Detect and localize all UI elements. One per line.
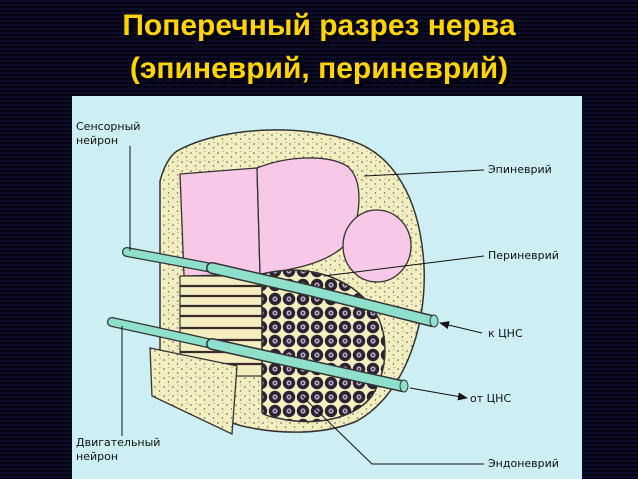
leader-endoneurium: [301, 395, 484, 465]
label-endoneurium: Эндоневрий: [488, 457, 559, 470]
label-from-cns: от ЦНС: [470, 392, 512, 405]
leader-epineurium: [363, 169, 485, 177]
fascicle-top-right: [256, 157, 360, 275]
label-motor-line2: нейрон: [76, 450, 119, 463]
leader-to-cns: [439, 321, 483, 334]
label-perineurium: Периневрий: [488, 249, 559, 262]
label-motor-line1: Двигательный: [76, 436, 161, 449]
sensory-axon: [122, 247, 439, 328]
epineurium-bottom-cut: [149, 347, 238, 435]
leader-from-cns: [409, 387, 468, 401]
label-sensory-line1: Сенсорный: [76, 120, 141, 133]
nerve-cross-section-diagram: [107, 129, 485, 465]
label-sensory-line2: нейрон: [76, 134, 119, 147]
slide-title-line2: (эпиневрий, периневрий): [129, 52, 509, 85]
slide-title-line1: Поперечный разрез нерва: [122, 9, 516, 42]
motor-axon: [107, 317, 409, 393]
leader-perineurium: [323, 255, 485, 277]
label-to-cns: к ЦНС: [488, 327, 523, 340]
fascicle-cross-section: [261, 269, 386, 423]
label-epineurium: Эпиневрий: [488, 163, 552, 176]
fascicle-right: [342, 209, 412, 283]
diagram-panel: Сенсорный нейрон Двигательный нейрон Эпи…: [72, 96, 582, 479]
